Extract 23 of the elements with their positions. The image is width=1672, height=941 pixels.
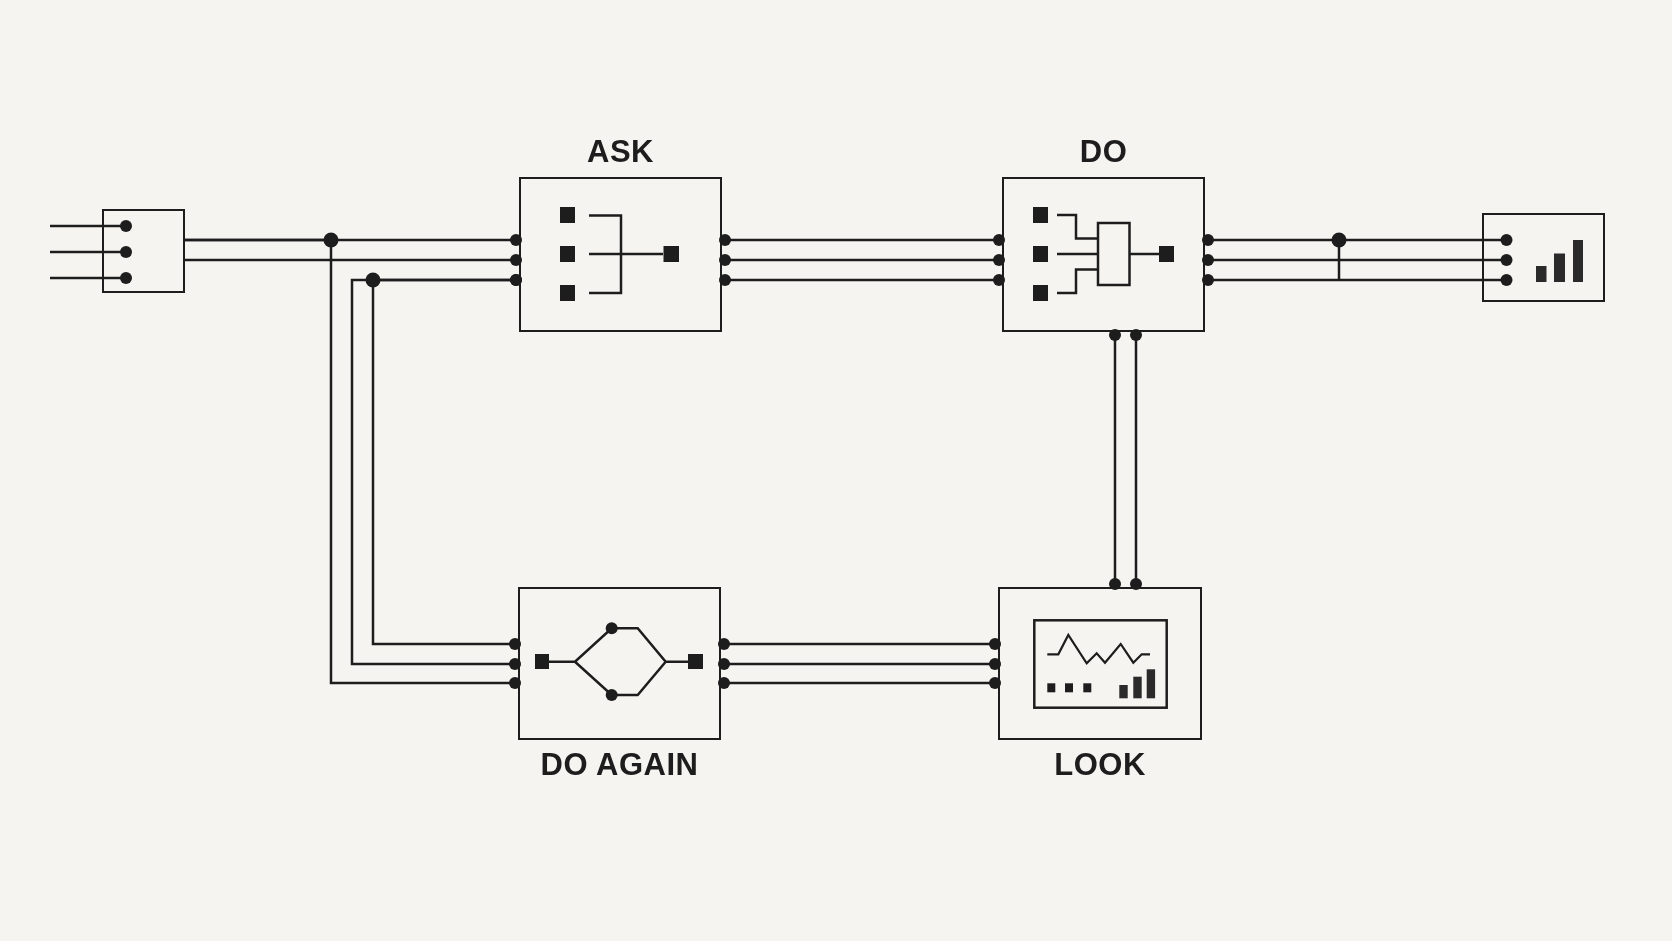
wire <box>1202 254 1513 266</box>
wire <box>1202 234 1513 246</box>
terminal-box <box>102 209 185 293</box>
node-label: DO AGAIN <box>540 749 699 780</box>
wire <box>371 274 522 650</box>
wire <box>719 234 1005 246</box>
node-label: LOOK <box>1054 749 1146 780</box>
wire <box>718 658 1001 670</box>
wire <box>50 246 132 258</box>
wire <box>719 274 1005 286</box>
terminal-box <box>1482 213 1605 302</box>
wire <box>718 677 1001 689</box>
wire <box>185 238 521 689</box>
node-label: ASK <box>587 136 654 167</box>
wire <box>1130 329 1142 590</box>
wire <box>1109 329 1121 590</box>
wire <box>1202 274 1513 286</box>
wire <box>50 220 132 232</box>
wire <box>50 272 132 284</box>
wire <box>185 254 522 266</box>
wire <box>719 254 1005 266</box>
node-label: DO <box>1079 136 1128 167</box>
wire <box>718 638 1001 650</box>
